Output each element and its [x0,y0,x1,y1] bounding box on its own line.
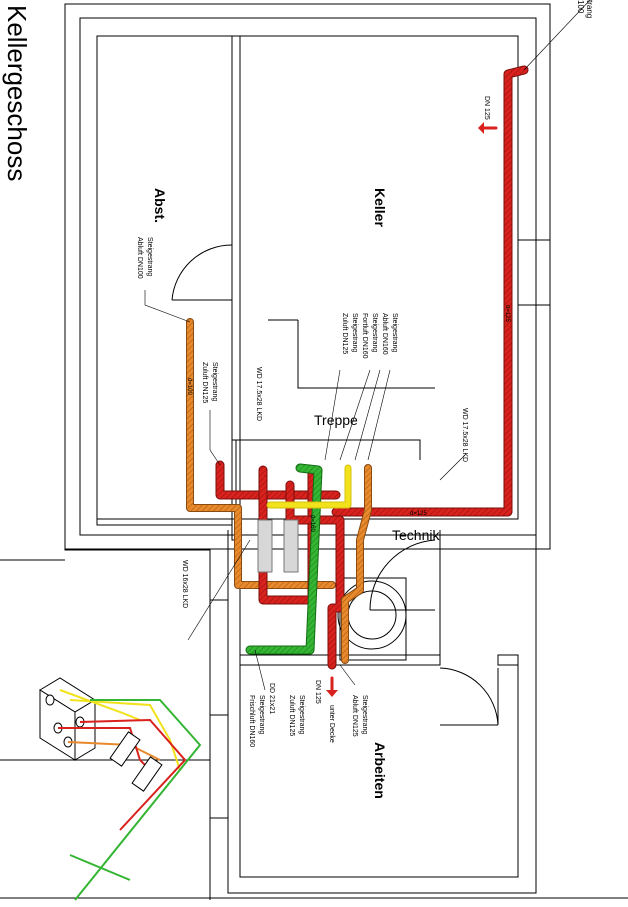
label-abst-steig-2: Abluft DN100 [136,237,143,279]
label-top-corner: trang [585,0,594,18]
label-dd: DD 21x21 [268,683,275,714]
label-wd-top: WD 17.5x28 LKD [255,367,262,421]
leader-lines [144,0,591,691]
label-abl-b-2: Abluft DN125 [351,695,358,737]
plan-title: Kellergeschoss [2,5,32,181]
label-zuluft-1: Steigestrang [211,362,218,401]
room-abst: Abst. [152,188,168,223]
label-keller-steig-3: Steigestrang [371,313,378,352]
unit-sketch [39,677,202,901]
label-wd-left: WD 16x28 LKD [181,560,188,608]
room-treppe: Treppe [314,412,358,428]
label-dn125-top: DN 125 [483,96,490,120]
label-zul-b-2: Zuluft DN125 [288,695,295,736]
room-technik: Technik [392,527,440,543]
text-labels: Kellergeschoss Abst. Keller Treppe Techn… [2,0,594,799]
label-top-corner-2: 100 [576,0,585,14]
label-zul-b-1: Steigestrang [298,695,305,734]
label-keller-steig-5: Steigestrang [351,313,358,352]
label-d160: d=160 [309,515,315,533]
label-keller-steig-4: Fortluft DN160 [361,313,368,359]
room-arbeiten: Arbeiten [372,742,388,799]
label-frisch-2: Frischluft DN160 [248,695,255,747]
walls [0,3,628,900]
label-abl-b-1: Steigestrang [361,695,368,734]
label-keller-steig-1: Steigestrang [391,313,398,352]
label-dn125-bottom: DN 125 [314,680,321,704]
label-d100: d=100 [186,378,192,396]
label-zuluft-2: Zuluft DN125 [201,362,208,403]
label-abst-steig-1: Steigestrang [146,237,153,276]
label-frisch-1: Steigestrang [258,695,265,734]
label-keller-steig-6: Zuluft DN125 [341,313,348,354]
label-unter-decke: unter Decke [328,705,335,743]
room-keller: Keller [372,188,388,227]
ducts [186,65,529,697]
label-wd-right: WD 17.5x28 LKD [461,408,468,462]
label-d125-b: d=125 [410,511,428,517]
label-keller-steig-2: Abluft DN160 [381,313,388,355]
label-d125-a: d=125 [504,305,510,323]
